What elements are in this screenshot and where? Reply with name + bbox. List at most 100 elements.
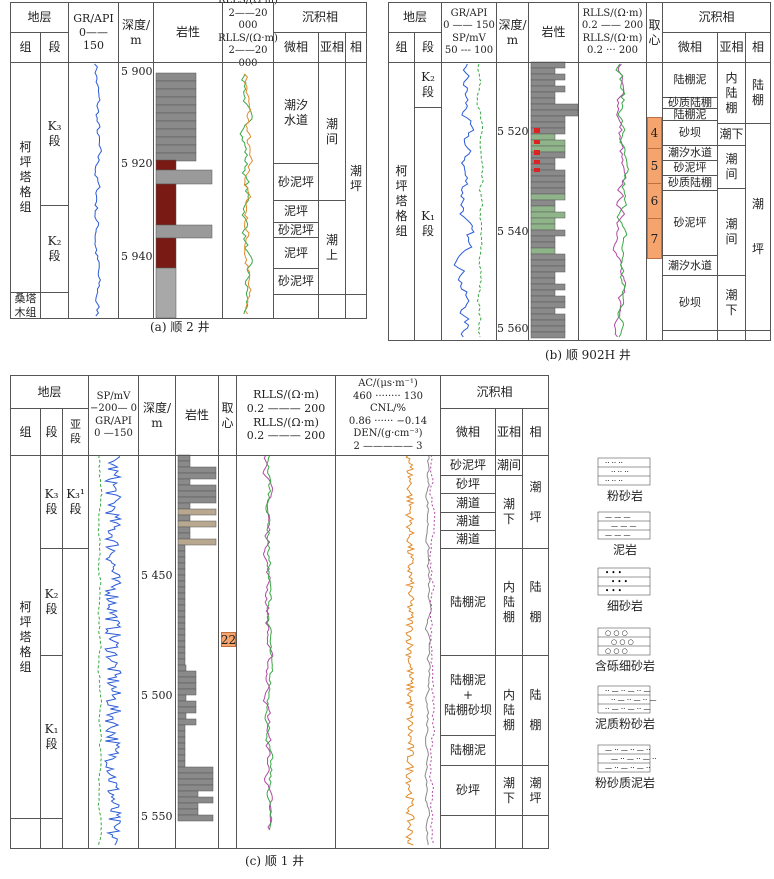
depth-label: 5 550 [141, 810, 173, 823]
caption: (a) 顺 2 井 [150, 320, 210, 334]
header-submember: 亚 段 [62, 408, 89, 456]
lithology-bed [155, 224, 213, 239]
legend-pattern: ○ ○ ○ [605, 629, 628, 637]
header-strata: 地层 [10, 375, 89, 409]
rlls-curve [264, 454, 274, 831]
resistivity-track [236, 455, 336, 849]
depth-label: 5 520 [497, 125, 529, 138]
microfacies-cell: 砂坝 [662, 275, 718, 331]
microfacies-cell: 砂坪 [440, 475, 496, 494]
microfacies-cell: 砂坝 [662, 120, 718, 146]
facies-cell [522, 815, 549, 849]
header-sp-gr: SP/mV −200— 0 GR/API 0 —150 [88, 375, 139, 456]
den-curve [404, 454, 416, 846]
header-lithology: 岩性 [175, 375, 219, 456]
subfacies-cell: 潮间 [495, 455, 523, 476]
depth-label: 5 450 [141, 569, 173, 582]
member-cell: K₃ 段 [40, 62, 69, 206]
header-subfacies: 亚相 [318, 32, 346, 63]
sp-curve [97, 454, 103, 846]
depth-track [138, 455, 176, 849]
core-sample-mark [534, 160, 540, 164]
microfacies-cell: 砂坪 [440, 765, 496, 816]
microfacies-cell: 陆棚泥 [662, 62, 718, 98]
microfacies-cell: 潮道 [440, 530, 496, 549]
rlld-curve [262, 454, 274, 831]
legend-pattern: • • • [605, 569, 622, 577]
legend-pattern: ·· ·· ·· [611, 468, 629, 476]
gr-track [441, 62, 497, 341]
subfacies-cell: 潮 下 [717, 275, 746, 331]
resistivity-track [222, 62, 274, 319]
microfacies-cell: 泥坪 [273, 237, 319, 269]
header-strata: 地层 [388, 2, 442, 33]
lithology-bed [177, 718, 197, 726]
depth-label: 5 900 [121, 65, 153, 78]
header-depth: 深度/ m [496, 2, 529, 63]
header-resistivity: RLLS/(Ω·m) 0.2 —— 200 RLLS/(Ω·m) 0.2 ···… [578, 2, 647, 63]
microfacies-cell: 潮道 [440, 493, 496, 513]
legend-pattern: — — — [605, 513, 630, 521]
rlls-curve [615, 63, 629, 338]
subfacies-cell: 潮 间 [717, 188, 746, 276]
subfacies-cell: 潮 上 [318, 200, 346, 295]
header-member: 段 [40, 408, 63, 456]
depth-track [496, 62, 529, 341]
header-microfacies: 微相 [440, 408, 496, 456]
legend-label: 细砂岩 [606, 599, 643, 613]
legend-swatch [597, 457, 651, 486]
subfacies-cell [717, 330, 746, 341]
header-gr-sp: GR/API 0 —— 150 SP/mV 50 ‑‑‑ 100 [441, 2, 497, 63]
header-member: 段 [414, 32, 442, 63]
lithology-bed [530, 331, 566, 339]
legend-pattern: — ·· — ·· — ·· [605, 764, 650, 772]
legend-swatch [597, 511, 651, 540]
sp-gr-track [88, 455, 139, 849]
subfacies-cell: 潮 间 [717, 145, 746, 189]
depth-label: 5 540 [497, 225, 529, 238]
header-group: 组 [388, 32, 415, 63]
rlld-curve [612, 63, 627, 338]
group-cell: 柯 坪 塔 格 组 [388, 62, 415, 341]
lithology-track [175, 455, 219, 849]
legend-pattern: • • • [611, 578, 628, 586]
header-lithology: 岩性 [528, 2, 579, 63]
facies-cell: 潮 坪 [522, 455, 549, 549]
microfacies-cell: 陆棚泥 [440, 735, 496, 766]
header-core: 取 心 [218, 375, 237, 456]
microfacies-cell: 潮汐 水道 [273, 62, 319, 164]
lithology-bed [177, 520, 217, 528]
core-sample-mark [534, 168, 540, 172]
header-facies: 沉积相 [440, 375, 549, 409]
member-cell: K₂ 段 [40, 205, 69, 293]
subfacies-cell [318, 294, 346, 319]
subfacies-cell: 内 陆 棚 [717, 62, 746, 124]
lithology-track [153, 62, 223, 319]
microfacies-cell: 潮汐水道 [662, 145, 718, 161]
legend-pattern: — ·· — ·· — ·· [605, 746, 650, 754]
core-interval: 6 [647, 183, 662, 219]
core-interval: 7 [647, 218, 662, 259]
subfacies-cell: 内 陆 棚 [495, 655, 523, 766]
microfacies-cell: 砂泥坪 [273, 268, 319, 295]
depth-label: 5 500 [141, 689, 173, 702]
microfacies-cell [273, 294, 319, 319]
lithology-track [528, 62, 579, 341]
core-interval: 22 [220, 632, 237, 647]
header-depth: 深度/ m [138, 375, 176, 456]
rlls-curve [243, 73, 253, 315]
legend-pattern: ·· — ·· — ·· — [605, 705, 650, 713]
group-cell: 柯 坪 塔 格 组 [10, 455, 41, 819]
member-cell: K₂ 段 [414, 62, 442, 108]
microfacies-cell: 砂泥坪 [662, 190, 718, 256]
caption: (c) 顺 1 井 [245, 854, 305, 868]
facies-cell: 陆 棚 [522, 548, 549, 656]
ac-cnl-den-track [335, 455, 441, 849]
header-subfacies: 亚相 [717, 32, 746, 63]
lithology-bed [177, 508, 217, 516]
legend-pattern: — ·· — ·· — ·· [611, 755, 656, 763]
subfacies-cell: 内 陆 棚 [495, 548, 523, 656]
microfacies-cell: 砂泥坪 [440, 455, 496, 476]
legend-pattern: ○ ○ ○ [605, 647, 628, 655]
